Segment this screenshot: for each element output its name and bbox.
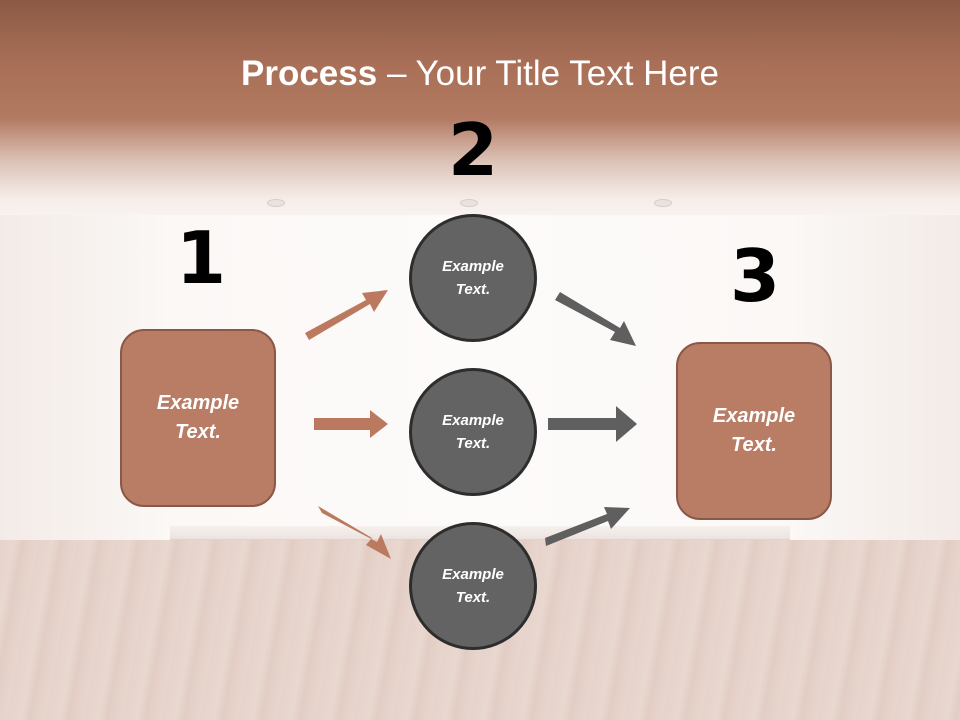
ceiling-title-band bbox=[0, 0, 960, 215]
step-1-box[interactable]: Example Text. bbox=[120, 329, 276, 507]
title-rest: – Your Title Text Here bbox=[377, 54, 719, 93]
step-2-circle-bottom[interactable]: Example Text. bbox=[409, 522, 537, 650]
step-3-box[interactable]: Example Text. bbox=[676, 342, 832, 520]
step-number-3: 3 bbox=[730, 234, 781, 318]
circle-text: Example Text. bbox=[442, 258, 504, 298]
arrow-up-right-icon bbox=[545, 507, 630, 546]
step-2-circle-top[interactable]: Example Text. bbox=[409, 214, 537, 342]
title-bold: Process bbox=[241, 54, 378, 93]
arrow-right-icon bbox=[314, 410, 388, 438]
arrow-down-right-icon bbox=[555, 292, 636, 346]
step-2-circle-middle[interactable]: Example Text. bbox=[409, 368, 537, 496]
circle-text: Example Text. bbox=[442, 412, 504, 452]
ceiling-light-icon bbox=[267, 199, 285, 207]
step-1-text: Example Text. bbox=[156, 392, 240, 443]
arrow-up-right-icon bbox=[305, 290, 388, 340]
slide-title: Process – Your Title Text Here bbox=[0, 52, 960, 96]
arrow-down-right-icon bbox=[318, 506, 391, 559]
step-number-1: 1 bbox=[176, 216, 227, 300]
step-number-2: 2 bbox=[448, 108, 499, 192]
step-3-text: Example Text. bbox=[712, 405, 796, 456]
circle-text: Example Text. bbox=[442, 566, 504, 606]
ceiling-light-icon bbox=[460, 199, 478, 207]
arrow-right-icon bbox=[548, 406, 637, 442]
ceiling-light-icon bbox=[654, 199, 672, 207]
